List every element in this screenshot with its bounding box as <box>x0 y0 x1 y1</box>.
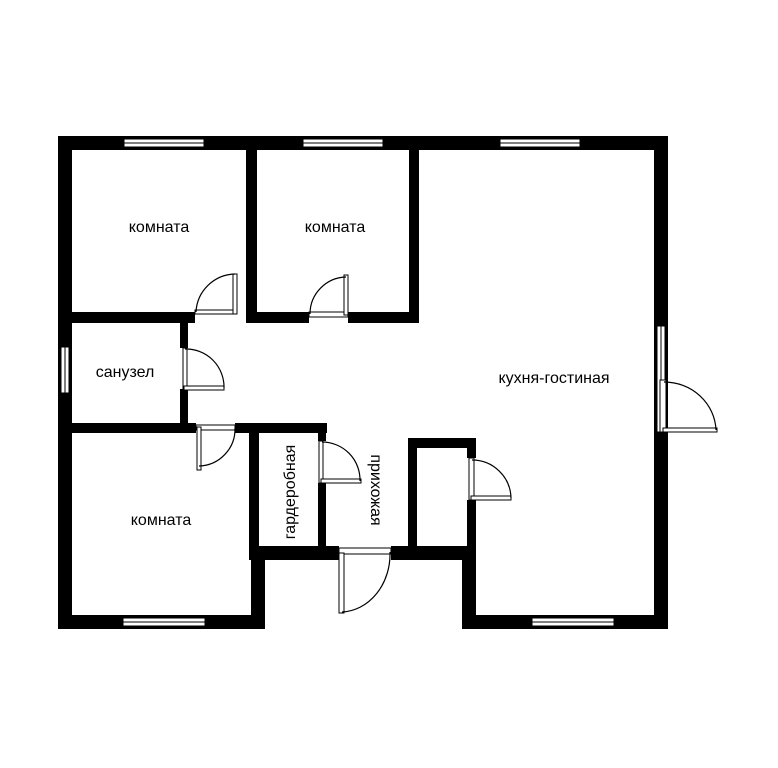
windows <box>60 138 666 627</box>
room-labels: комната комната комната санузел кухня-го… <box>96 219 610 539</box>
label-room-top-left: комната <box>129 219 190 236</box>
interior-walls <box>58 136 476 560</box>
entrance-wall-left <box>251 546 339 560</box>
door-balcony <box>659 379 718 433</box>
door-closet <box>468 457 512 501</box>
wall-room1-bottom-left <box>58 312 195 323</box>
door-room3 <box>195 424 236 471</box>
entrance-wall-right <box>391 546 476 560</box>
window-room2-top <box>302 138 384 148</box>
wall-room1-room2 <box>246 136 257 318</box>
wall-wardrobe-right-bottom <box>318 483 326 560</box>
label-bathroom: санузел <box>96 364 155 381</box>
door-wardrobe <box>318 440 362 484</box>
label-room-top-middle: комната <box>305 219 366 236</box>
entrance-notch-wall-left <box>251 546 265 629</box>
doors <box>182 273 718 614</box>
wall-closet-right-top <box>467 438 476 458</box>
wall-room2-kitchen <box>409 136 419 323</box>
door-room1 <box>194 273 238 315</box>
label-kitchen-living: кухня-гостиная <box>498 370 609 387</box>
wall-closet-top <box>408 438 476 448</box>
entrance-notch-wall-right <box>462 546 476 629</box>
wall-bathroom-bottom <box>58 423 196 433</box>
wall-room2-bottom-right <box>348 312 419 323</box>
window-kitchen-bottom <box>531 617 615 627</box>
wall-closet-right-bottom <box>467 500 476 560</box>
wall-bathroom-right-top <box>180 318 188 348</box>
window-room3-bottom <box>122 617 206 627</box>
window-bathroom-left <box>60 346 70 394</box>
wall-wardrobe-right-top <box>318 423 326 441</box>
door-bathroom <box>182 347 225 391</box>
window-kitchen-top <box>499 138 581 148</box>
wall-closet-left <box>408 438 417 560</box>
wall-room3-top-right <box>235 423 327 433</box>
window-room1-top <box>123 138 205 148</box>
wall-room3-right <box>249 423 259 560</box>
label-hallway: прихожая <box>367 454 384 525</box>
label-room-bottom-left: комната <box>131 512 192 529</box>
wall-room2-bottom-left <box>246 312 309 323</box>
door-room2 <box>308 274 349 318</box>
door-entrance <box>338 547 392 614</box>
wall-bathroom-right-bottom <box>180 389 188 427</box>
label-wardrobe: гардеробная <box>282 445 299 540</box>
